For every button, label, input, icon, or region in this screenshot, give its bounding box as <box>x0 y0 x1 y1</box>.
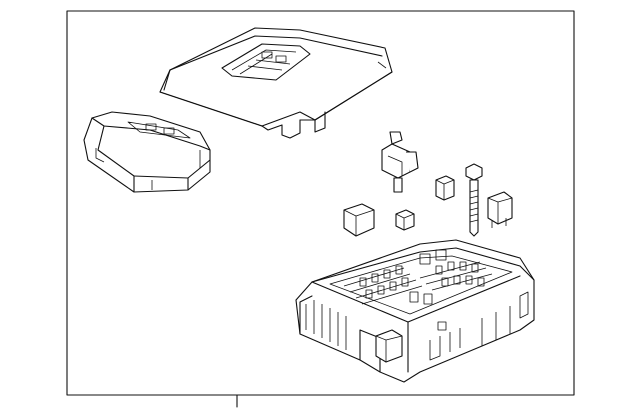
fuse-slot-rows <box>359 249 485 305</box>
small-fuse <box>435 175 455 201</box>
side-cover <box>83 111 211 193</box>
diagram-frame <box>66 10 575 408</box>
relay-mini <box>487 191 513 228</box>
fuse-block-cover <box>159 27 393 139</box>
mounting-bolt <box>465 163 483 237</box>
relay-small <box>395 209 415 231</box>
fuse-block-base <box>295 239 535 383</box>
relay-large <box>343 203 375 237</box>
connector-terminal <box>381 131 419 193</box>
